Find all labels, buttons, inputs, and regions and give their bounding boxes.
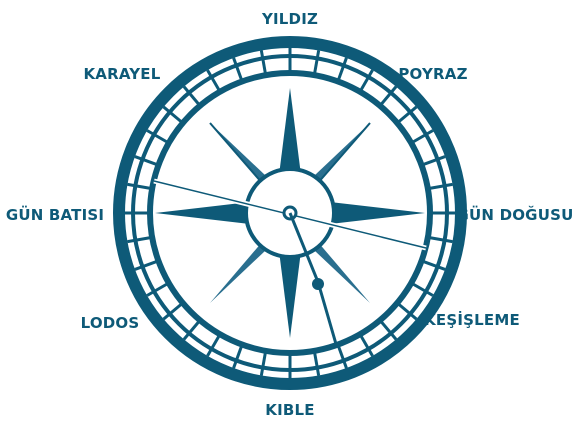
tick-mark — [429, 237, 453, 241]
tick-mark — [135, 157, 158, 165]
tick-mark — [338, 58, 346, 81]
label-west: GÜN BATISI — [6, 205, 104, 224]
label-south: KIBLE — [265, 401, 314, 419]
tick-mark — [314, 51, 318, 75]
label-southwest: LODOS — [81, 314, 140, 332]
needle-weight — [312, 278, 324, 290]
label-north: YILDIZ — [261, 10, 318, 28]
tick-mark — [261, 51, 265, 75]
tick-mark — [429, 184, 453, 188]
label-northwest: KARAYEL — [83, 65, 160, 83]
tick-mark — [128, 184, 152, 188]
tick-mark — [338, 346, 346, 369]
tick-mark — [314, 352, 318, 376]
tick-mark — [234, 346, 242, 369]
tick-mark — [423, 157, 446, 165]
tick-mark — [234, 58, 242, 81]
label-southeast: KEŞİŞLEME — [424, 310, 520, 329]
label-northeast: POYRAZ — [398, 65, 467, 83]
tick-mark — [423, 261, 446, 269]
label-east: GÜN DOĞUSU — [457, 205, 574, 224]
tick-mark — [135, 261, 158, 269]
tick-mark — [261, 352, 265, 376]
tick-mark — [128, 237, 152, 241]
